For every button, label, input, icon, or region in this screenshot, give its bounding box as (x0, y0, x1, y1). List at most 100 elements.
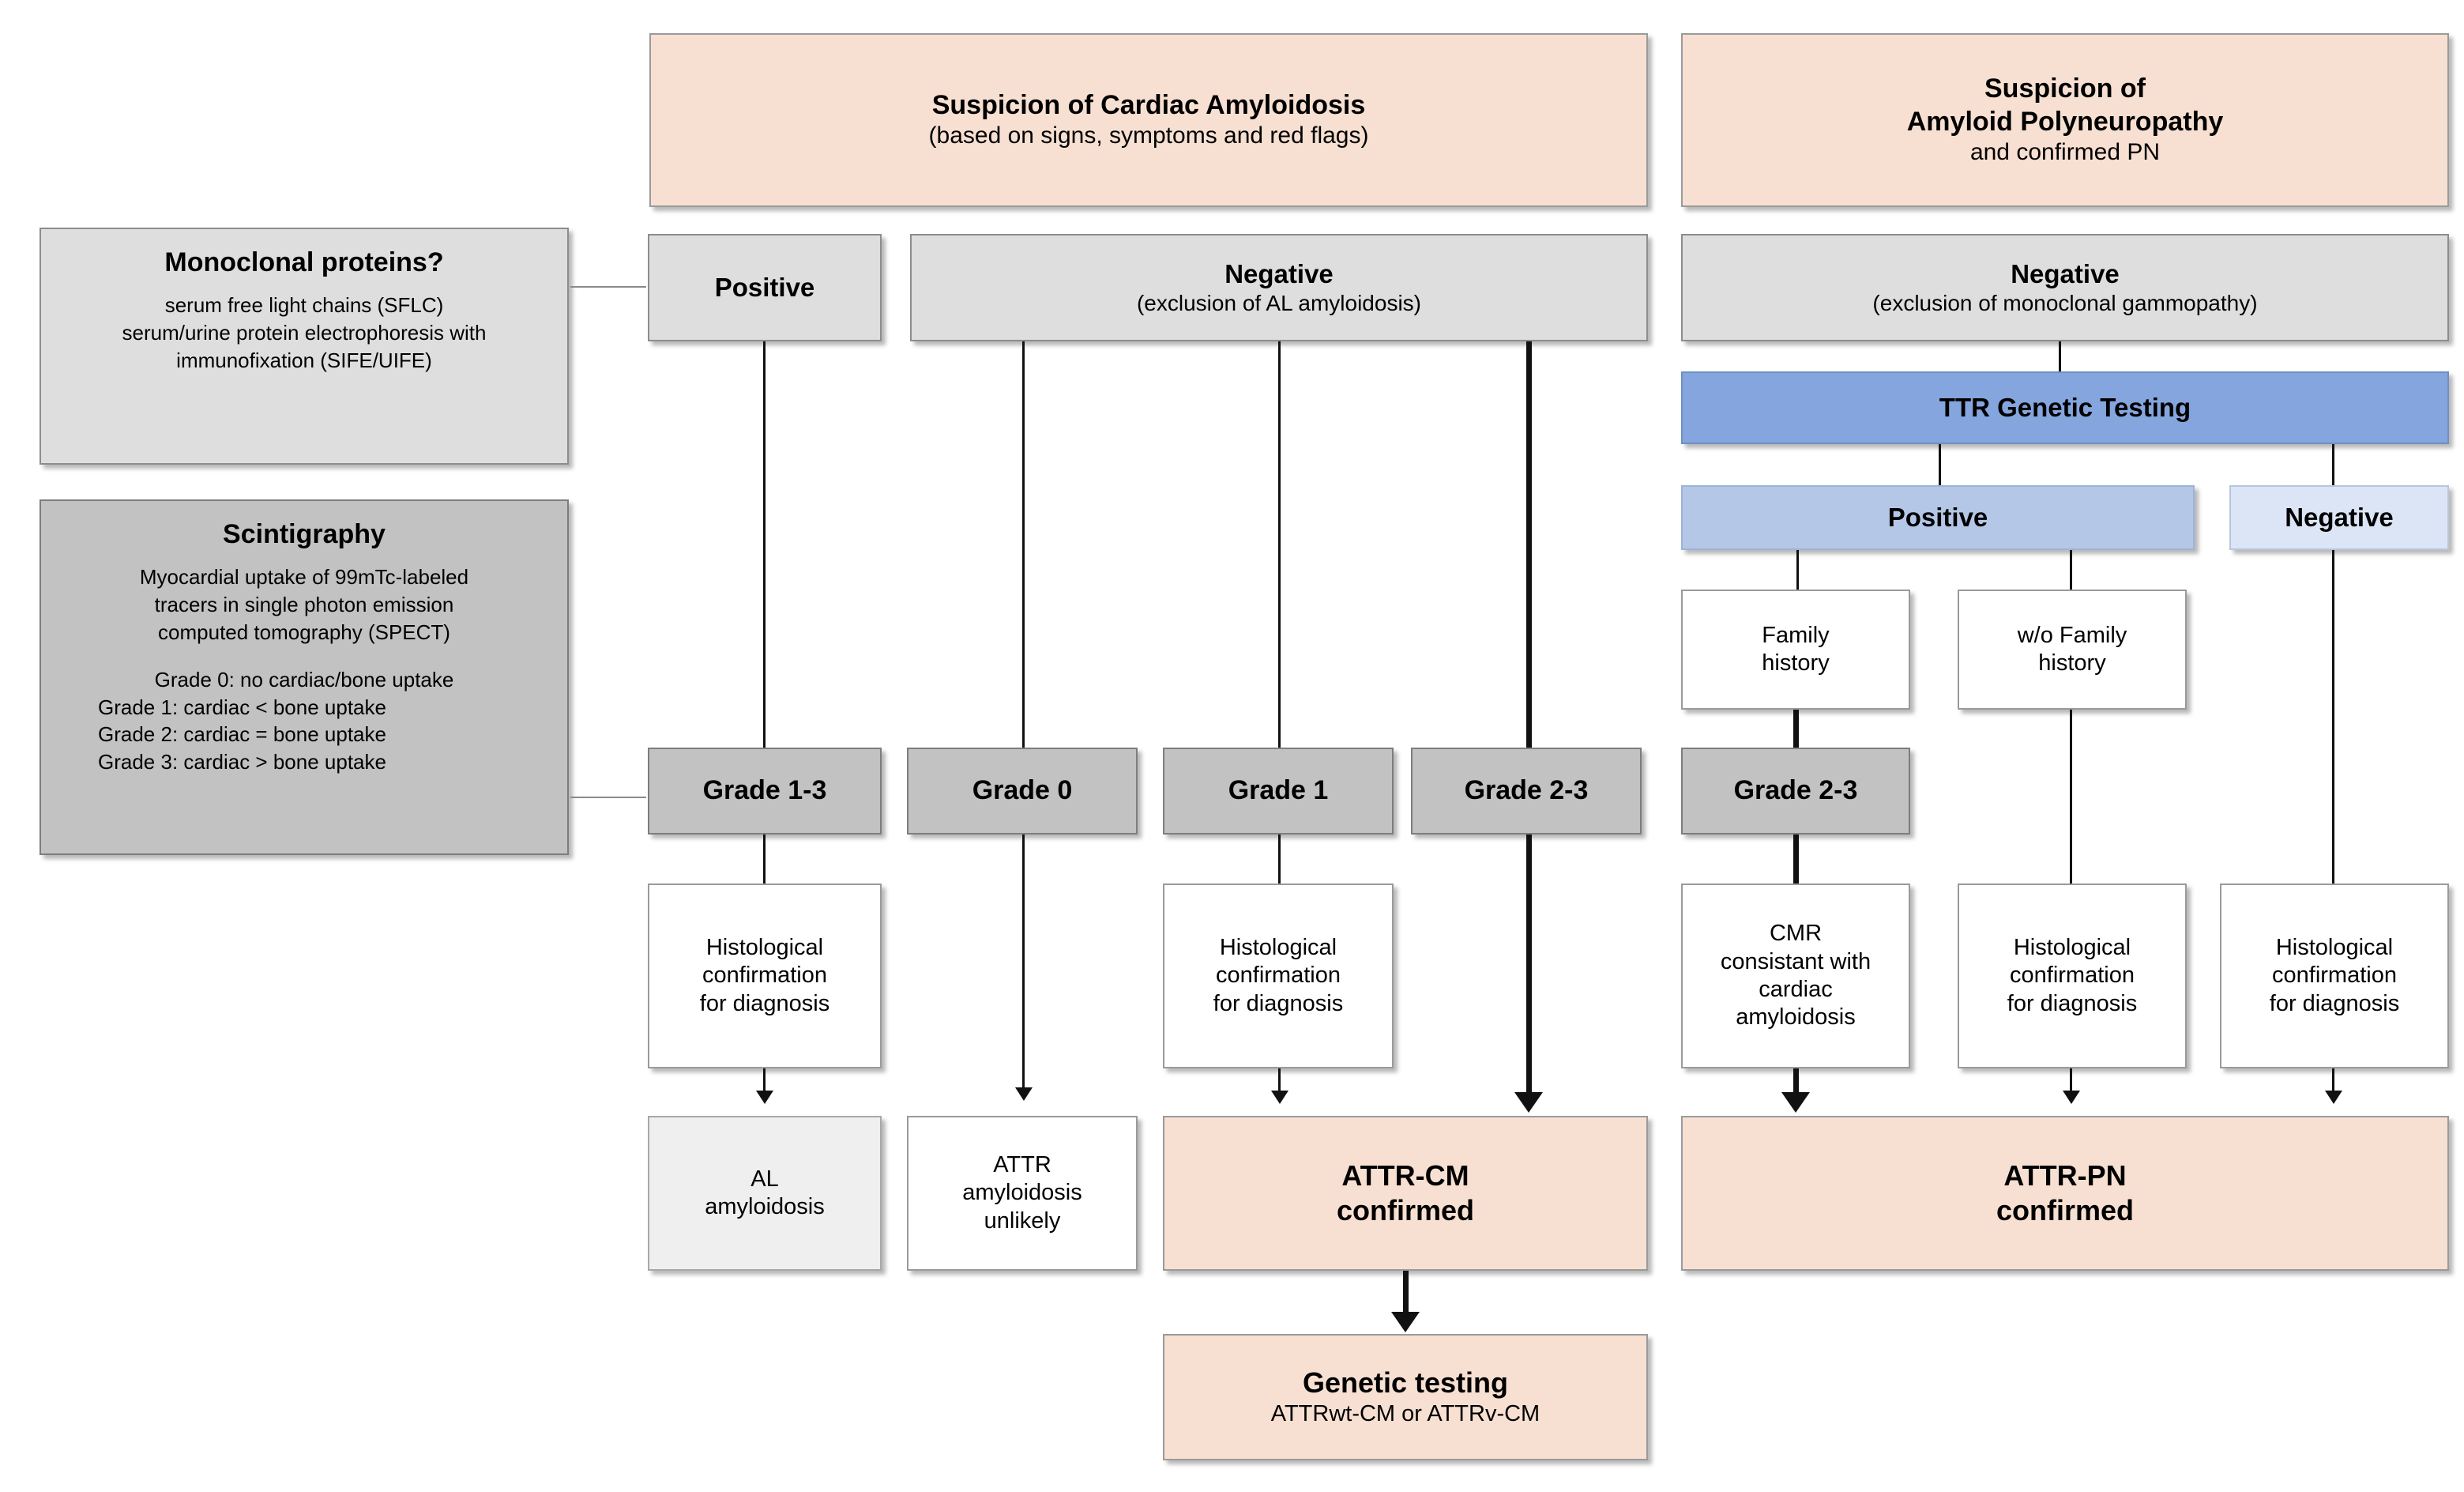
panel-scintigraphy-title: Scintigraphy (223, 519, 386, 549)
connector-cmr-to-attrpn (1793, 1068, 1799, 1097)
node-monoclonal-negative: Negative (exclusion of AL amyloidosis) (910, 234, 1648, 341)
node-ttr-negative: Negative (2229, 485, 2449, 550)
outcome-attr-unlikely-line3: unlikely (984, 1208, 1061, 1234)
node-family-history-line1: Family (1762, 622, 1830, 648)
node-histology-g1-line2: confirmation (1216, 963, 1341, 989)
connector-family-to-grade23pn (1793, 710, 1799, 748)
connector-ttr-positive-to-family (1796, 550, 1799, 590)
panel-scintigraphy-grade0: Grade 0: no cardiac/bone uptake (154, 668, 454, 692)
connector-positive-to-grade13 (763, 341, 766, 748)
connector-ttr-to-negative (2332, 444, 2334, 485)
header-pn-line2: Amyloid Polyneuropathy (1906, 106, 2224, 137)
node-grade23-label: Grade 2-3 (1464, 775, 1589, 806)
header-cardiac-subtitle: (based on signs, symptoms and red flags) (928, 122, 1369, 149)
header-cardiac-amyloidosis: Suspicion of Cardiac Amyloidosis (based … (649, 33, 1648, 207)
node-cmr-line3: amyloidosis (1736, 1004, 1856, 1030)
node-negative-title: Negative (1224, 258, 1334, 288)
connector-grade23pn-to-cmr (1793, 835, 1799, 884)
outcome-attr-cm-confirmed: ATTR-CM confirmed (1163, 1116, 1648, 1271)
node-grade-2-3-pn: Grade 2-3 (1681, 748, 1910, 835)
outcome-genetic-title: Genetic testing (1302, 1366, 1509, 1400)
node-grade-2-3: Grade 2-3 (1411, 748, 1642, 835)
node-wo-family-history-line1: w/o Family (2017, 622, 2127, 648)
outcome-attr-cm-line2: confirmed (1336, 1194, 1475, 1226)
node-ttr-genetic-testing: TTR Genetic Testing (1681, 371, 2449, 444)
panel-monoclonal-line3: immunofixation (SIFE/UIFE) (176, 348, 432, 372)
connector-histology-g1-to-outcome (1278, 1068, 1281, 1102)
node-histology-ttrneg-line3: for diagnosis (2269, 990, 2400, 1016)
outcome-attr-pn-line2: confirmed (1996, 1194, 2135, 1226)
node-histology-al: Histological confirmation for diagnosis (648, 884, 882, 1068)
header-amyloid-polyneuropathy: Suspicion of Amyloid Polyneuropathy and … (1681, 33, 2449, 207)
node-positive-label: Positive (714, 272, 815, 302)
outcome-al-line2: amyloidosis (705, 1194, 825, 1219)
node-ttr-label: TTR Genetic Testing (1939, 392, 2191, 422)
node-cmr-title: CMR (1769, 921, 1823, 947)
panel-scintigraphy-grade3: Grade 3: cardiac > bone uptake (98, 749, 386, 774)
outcome-genetic-subtitle: ATTRwt-CM or ATTRv-CM (1270, 1401, 1540, 1427)
node-cmr-line1: consistant with (1720, 948, 1872, 974)
node-ttr-positive: Positive (1681, 485, 2195, 550)
panel-monoclonal-line1: serum free light chains (SFLC) (164, 293, 444, 318)
panel-scintigraphy: Scintigraphy Myocardial uptake of 99mTc-… (39, 499, 569, 855)
connector-histology-wof-to-attrpn (2070, 1068, 2072, 1102)
node-histology-wof-line3: for diagnosis (2007, 990, 2138, 1016)
connector-monoclonal-to-positive (570, 286, 646, 288)
node-family-history-line2: history (1762, 650, 1830, 676)
node-negative-subtitle: (exclusion of AL amyloidosis) (1136, 291, 1421, 316)
arrowhead-grade0-to-outcome (1015, 1087, 1033, 1101)
arrowhead-histology-al (756, 1091, 773, 1104)
connector-grade23-to-attrcm (1526, 835, 1532, 1092)
node-monoclonal-positive: Positive (648, 234, 882, 341)
node-grade13-label: Grade 1-3 (702, 775, 827, 806)
panel-monoclonal-line2: serum/urine protein electrophoresis with (122, 321, 487, 345)
connector-wofamily-to-histology (2070, 710, 2072, 884)
node-histology-ttrneg-line2: confirmation (2272, 963, 2397, 989)
panel-monoclonal-title: Monoclonal proteins? (164, 247, 444, 277)
node-grade-1-3: Grade 1-3 (648, 748, 882, 835)
outcome-attr-pn-line1: ATTR-PN (2003, 1159, 2127, 1192)
outcome-attr-cm-line1: ATTR-CM (1341, 1159, 1469, 1192)
node-grade-0: Grade 0 (907, 748, 1138, 835)
node-histology-grade1: Histological confirmation for diagnosis (1163, 884, 1394, 1068)
outcome-genetic-testing: Genetic testing ATTRwt-CM or ATTRv-CM (1163, 1334, 1648, 1460)
panel-scintigraphy-grade1: Grade 1: cardiac < bone uptake (98, 695, 386, 719)
connector-grade0-to-outcome (1022, 835, 1025, 1087)
node-histology-al-line1: Histological (705, 934, 824, 960)
node-histology-al-line2: confirmation (702, 963, 827, 989)
connector-pn-negative-to-ttr (2059, 341, 2061, 371)
node-grade23pn-label: Grade 2-3 (1733, 775, 1858, 806)
node-wo-family-history: w/o Family history (1958, 590, 2187, 710)
outcome-al-line1: AL (750, 1166, 779, 1192)
connector-histology-al-to-outcome (763, 1068, 766, 1102)
node-cmr: CMR consistant with cardiac amyloidosis (1681, 884, 1910, 1068)
connector-attrcm-to-genetic (1403, 1271, 1409, 1318)
arrowhead-histology-ttrneg (2325, 1091, 2342, 1104)
arrowhead-attrcm-to-genetic (1391, 1312, 1420, 1332)
arrowhead-histology-g1 (1271, 1091, 1288, 1104)
node-histology-wof-line1: Histological (2013, 934, 2131, 960)
node-histology-wo-family: Histological confirmation for diagnosis (1958, 884, 2187, 1068)
connector-ttr-to-positive (1939, 444, 1941, 485)
panel-monoclonal-proteins: Monoclonal proteins? serum free light ch… (39, 228, 569, 465)
outcome-attr-unlikely-line1: ATTR (993, 1151, 1051, 1177)
node-wo-family-history-line2: history (2038, 650, 2106, 676)
node-histology-al-line3: for diagnosis (699, 990, 830, 1016)
node-ttr-negative-label: Negative (2285, 502, 2394, 532)
header-pn-line3: and confirmed PN (1969, 139, 2161, 166)
connector-ttrnegative-to-histology (2332, 550, 2334, 884)
node-grade-1: Grade 1 (1163, 748, 1394, 835)
panel-scintigraphy-grade2: Grade 2: cardiac = bone uptake (98, 722, 386, 747)
arrowhead-histology-wof (2063, 1091, 2080, 1104)
node-histology-wof-line2: confirmation (2010, 963, 2135, 989)
node-pn-negative-subtitle: (exclusion of monoclonal gammopathy) (1872, 291, 2258, 316)
node-histology-g1-line3: for diagnosis (1213, 990, 1344, 1016)
node-histology-ttrneg-line1: Histological (2275, 934, 2394, 960)
connector-scintigraphy-to-grade (570, 797, 646, 798)
connector-negative-to-grade1 (1278, 341, 1281, 748)
header-cardiac-title: Suspicion of Cardiac Amyloidosis (931, 89, 1366, 120)
outcome-attr-unlikely-line2: amyloidosis (962, 1180, 1082, 1206)
arrowhead-grade23-to-attrcm (1514, 1092, 1543, 1113)
outcome-al-amyloidosis: AL amyloidosis (648, 1116, 882, 1271)
